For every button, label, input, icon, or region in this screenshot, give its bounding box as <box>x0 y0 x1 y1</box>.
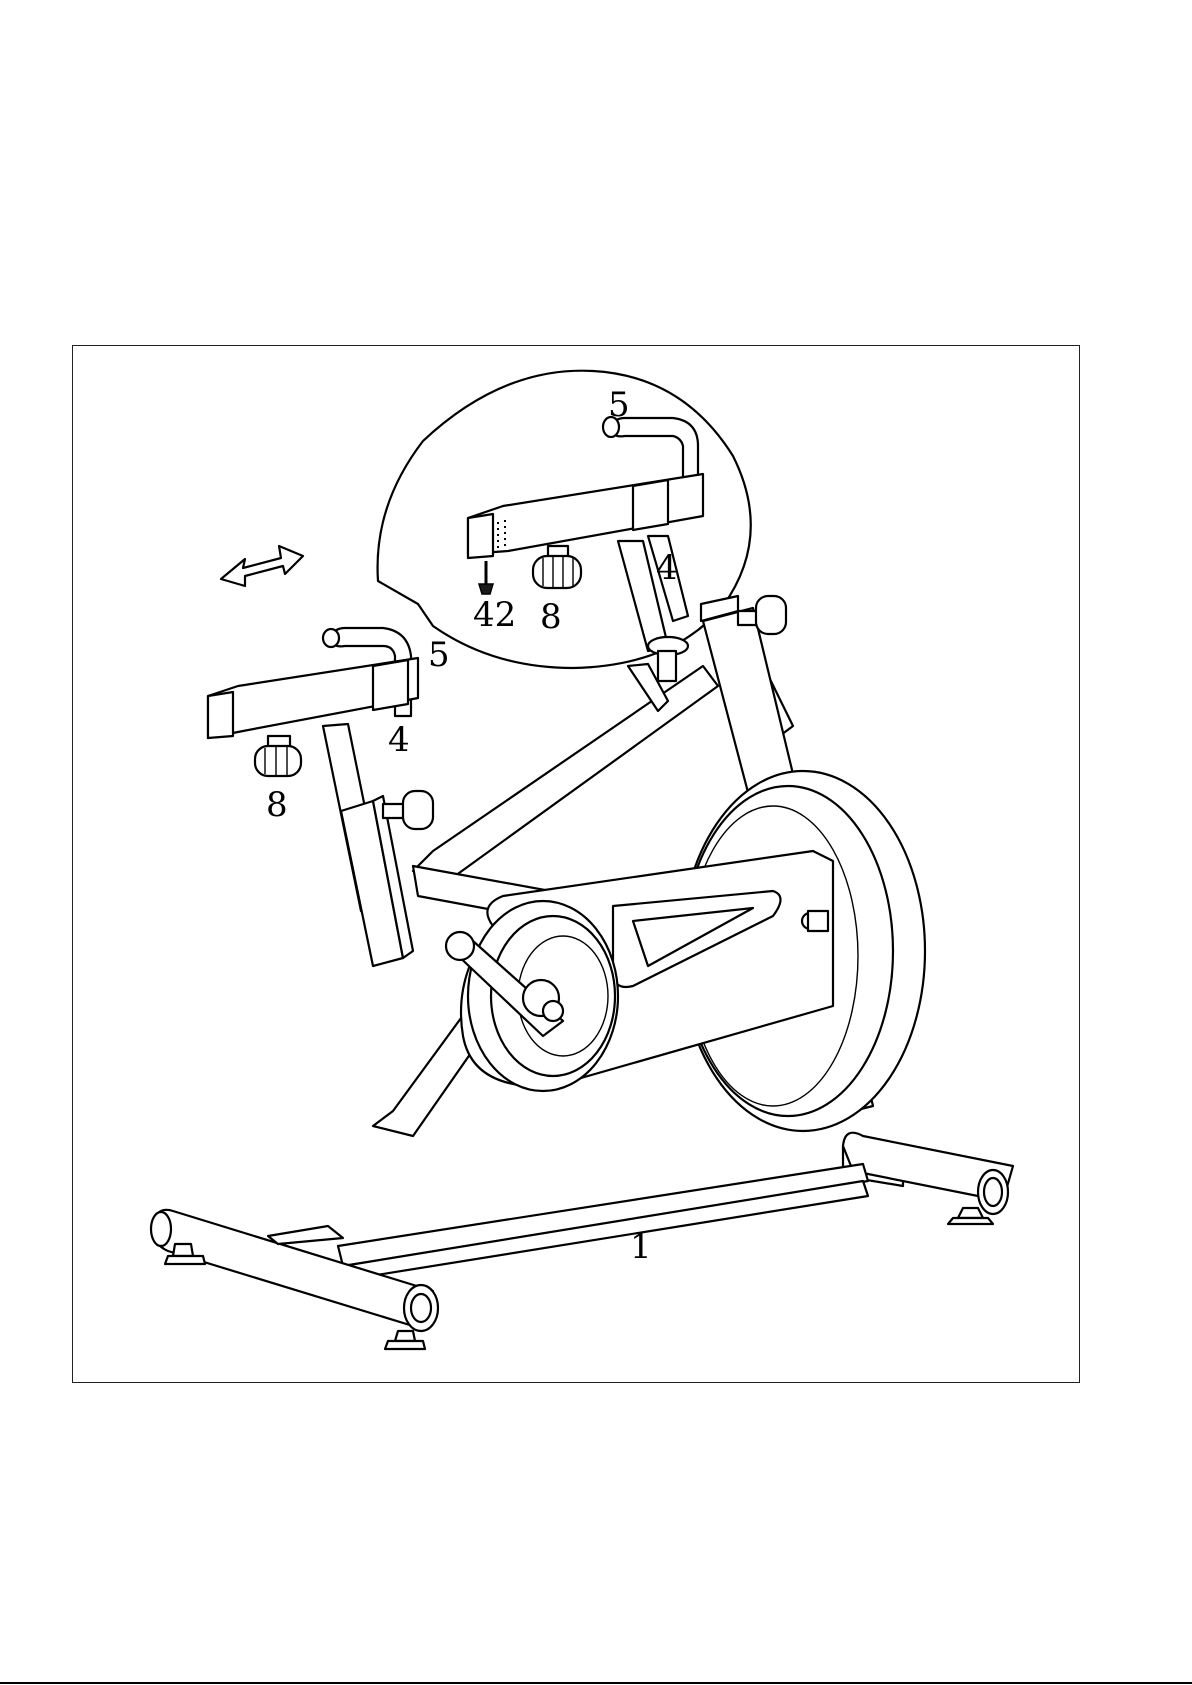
front-stabilizer <box>843 1133 1013 1224</box>
label-detail-5: 5 <box>608 385 630 425</box>
base-frame-part-1 <box>338 1164 868 1278</box>
knob-part-8-detail <box>533 546 581 588</box>
label-detail-42: 42 <box>473 595 516 635</box>
label-detail-4: 4 <box>656 548 678 588</box>
assembly-figure: 5 4 42 8 5 4 8 1 <box>72 345 1080 1383</box>
page-bottom-rule <box>0 1682 1192 1684</box>
detail-callout <box>378 371 751 668</box>
label-main-1: 1 <box>630 1227 652 1267</box>
screw-part-42 <box>479 561 493 594</box>
label-main-4: 4 <box>388 720 410 760</box>
label-detail-8: 8 <box>540 597 562 637</box>
handlebar-assembly-main <box>208 628 433 966</box>
rear-stabilizer <box>151 1210 438 1349</box>
label-main-8: 8 <box>266 785 288 825</box>
exercise-bike-drawing: 5 4 42 8 5 4 8 1 <box>73 346 1081 1384</box>
label-main-5: 5 <box>428 635 450 675</box>
double-arrow-adjust-icon <box>221 546 303 586</box>
